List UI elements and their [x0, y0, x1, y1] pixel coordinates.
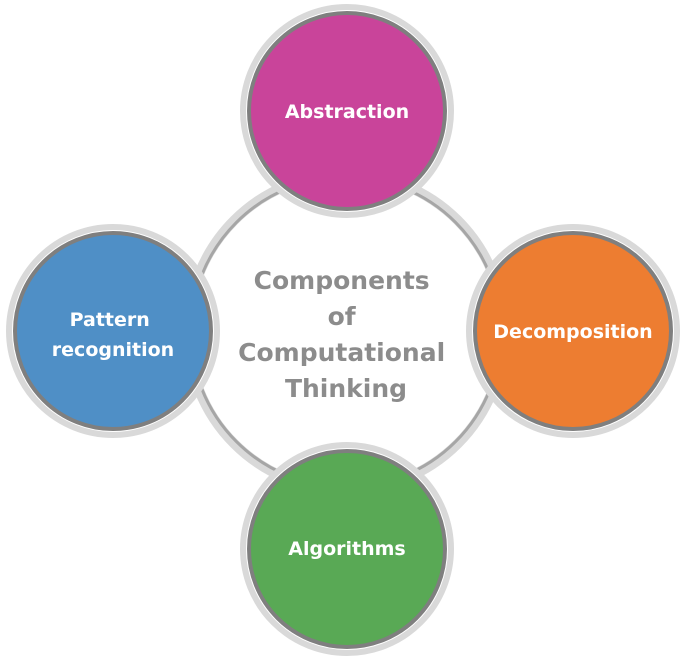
node-pattern-recognition-label-line-1: Pattern	[70, 309, 150, 331]
center-label-line-3: Computational	[238, 338, 445, 367]
node-decomposition: Decomposition	[466, 224, 680, 438]
node-abstraction-label-line-1: Abstraction	[285, 101, 409, 123]
node-decomposition-label-line-1: Decomposition	[493, 321, 652, 343]
node-algorithms-label-line-1: Algorithms	[288, 538, 405, 560]
node-abstraction-circle	[247, 11, 447, 211]
center-label: Components of Computational Thinking	[238, 266, 454, 403]
node-algorithms-label: Algorithms	[288, 538, 405, 560]
node-decomposition-circle	[473, 231, 673, 431]
node-decomposition-label: Decomposition	[493, 321, 652, 343]
node-pattern-recognition-label-line-2: recognition	[52, 339, 174, 361]
node-abstraction: Abstraction	[240, 4, 454, 218]
node-abstraction-label: Abstraction	[285, 101, 409, 123]
node-pattern-recognition-circle	[13, 231, 213, 431]
center-label-line-4: Thinking	[285, 374, 407, 403]
node-pattern-recognition-label: Pattern recognition	[52, 309, 174, 361]
node-pattern-recognition: Pattern recognition	[6, 224, 220, 438]
center-label-line-2: of	[328, 302, 357, 331]
node-algorithms: Algorithms	[240, 442, 454, 656]
center-label-line-1: Components	[254, 266, 430, 295]
node-algorithms-circle	[247, 449, 447, 649]
